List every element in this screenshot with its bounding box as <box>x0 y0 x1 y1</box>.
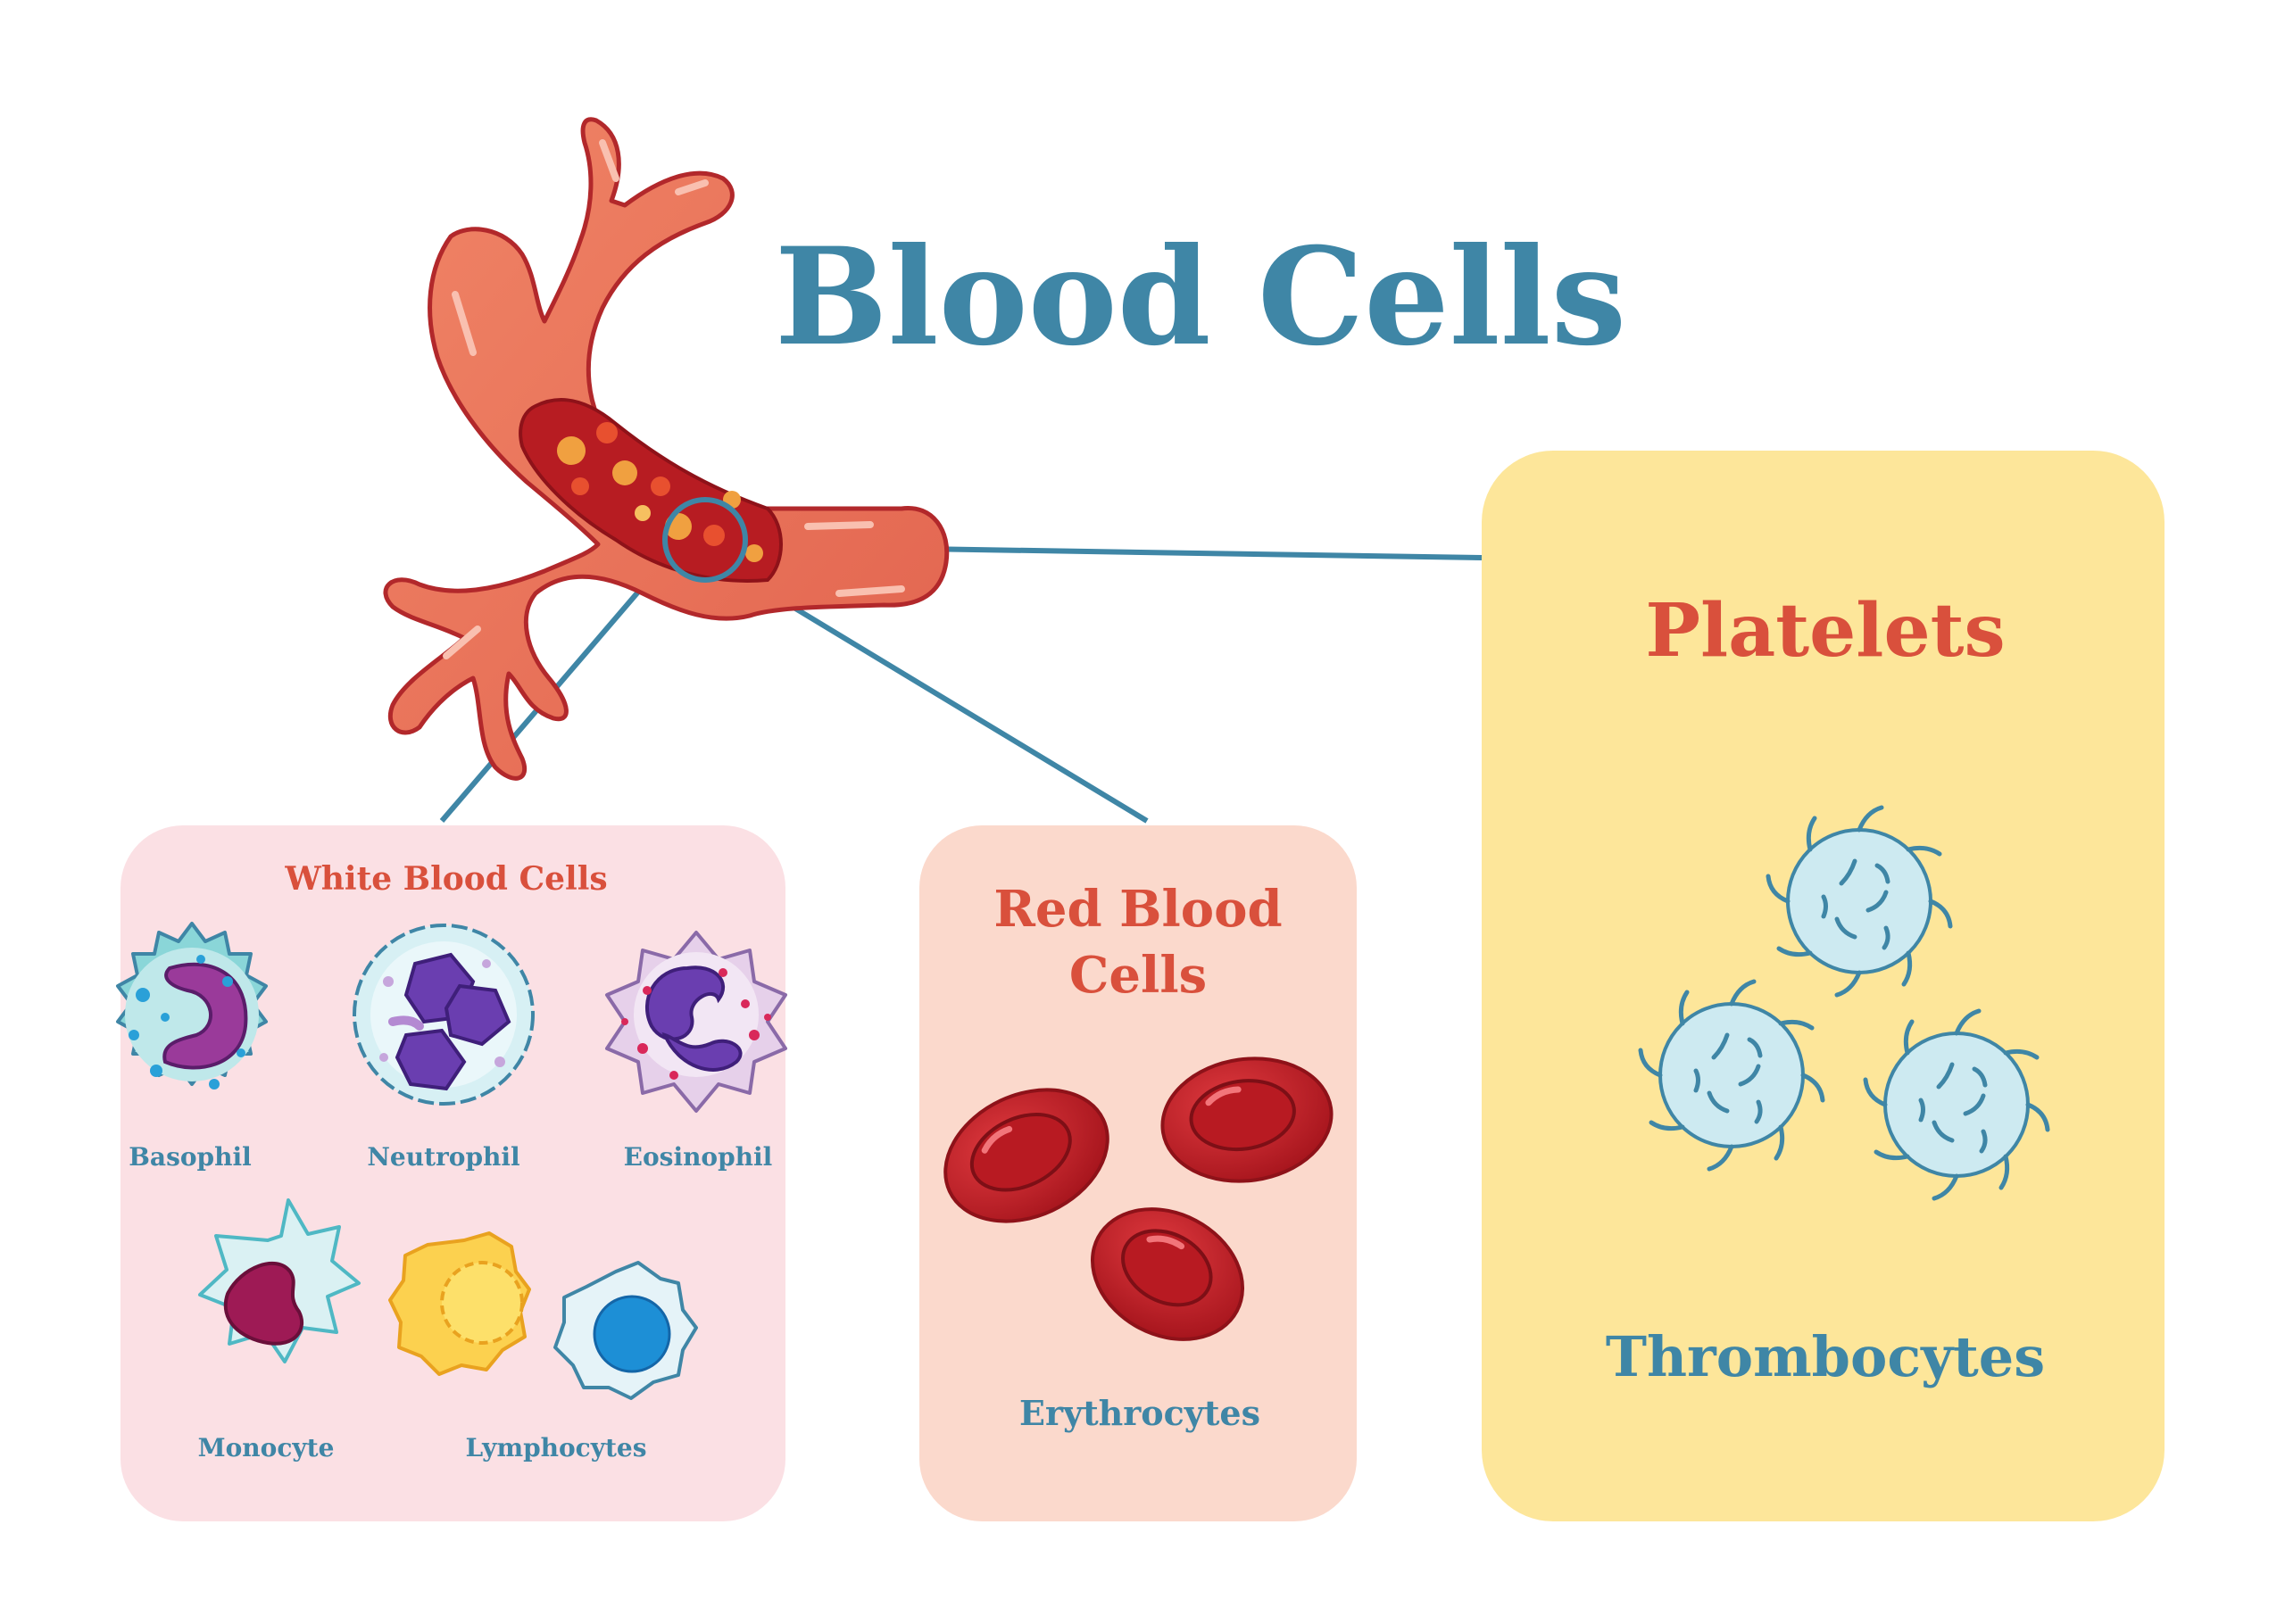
platelets-heading: Platelets <box>1645 588 2005 674</box>
red-blood-cells-heading-line1: Red Blood <box>993 880 1282 939</box>
neutrophil-label: Neutrophil <box>367 1142 519 1172</box>
monocyte-label: Monocyte <box>198 1433 335 1462</box>
monocyte-icon <box>198 1198 361 1363</box>
basophil-icon <box>116 922 268 1090</box>
erythrocytes-label: Erythrocytes <box>1019 1393 1260 1433</box>
eosinophil-icon <box>605 931 787 1113</box>
red-blood-cell-icon <box>943 1056 1334 1341</box>
connector-lines <box>439 543 1483 824</box>
platelet-icon <box>1638 805 2050 1201</box>
white-blood-cells-heading: White Blood Cells <box>284 860 607 898</box>
neutrophil-icon <box>353 924 535 1106</box>
page-title: Blood Cells <box>775 219 1626 376</box>
lymphocyte-icon <box>388 1231 698 1400</box>
eosinophil-label: Eosinophil <box>624 1142 773 1172</box>
platelets-panel <box>1482 451 2165 1521</box>
basophil-label: Basophil <box>129 1142 251 1172</box>
blood-vessel-icon <box>383 117 950 781</box>
lymphocytes-label: Lymphocytes <box>465 1433 646 1462</box>
thrombocytes-label: Thrombocytes <box>1606 1324 2045 1389</box>
red-blood-cells-heading-line2: Cells <box>1069 946 1207 1005</box>
red-blood-cells-panel <box>919 825 1357 1521</box>
